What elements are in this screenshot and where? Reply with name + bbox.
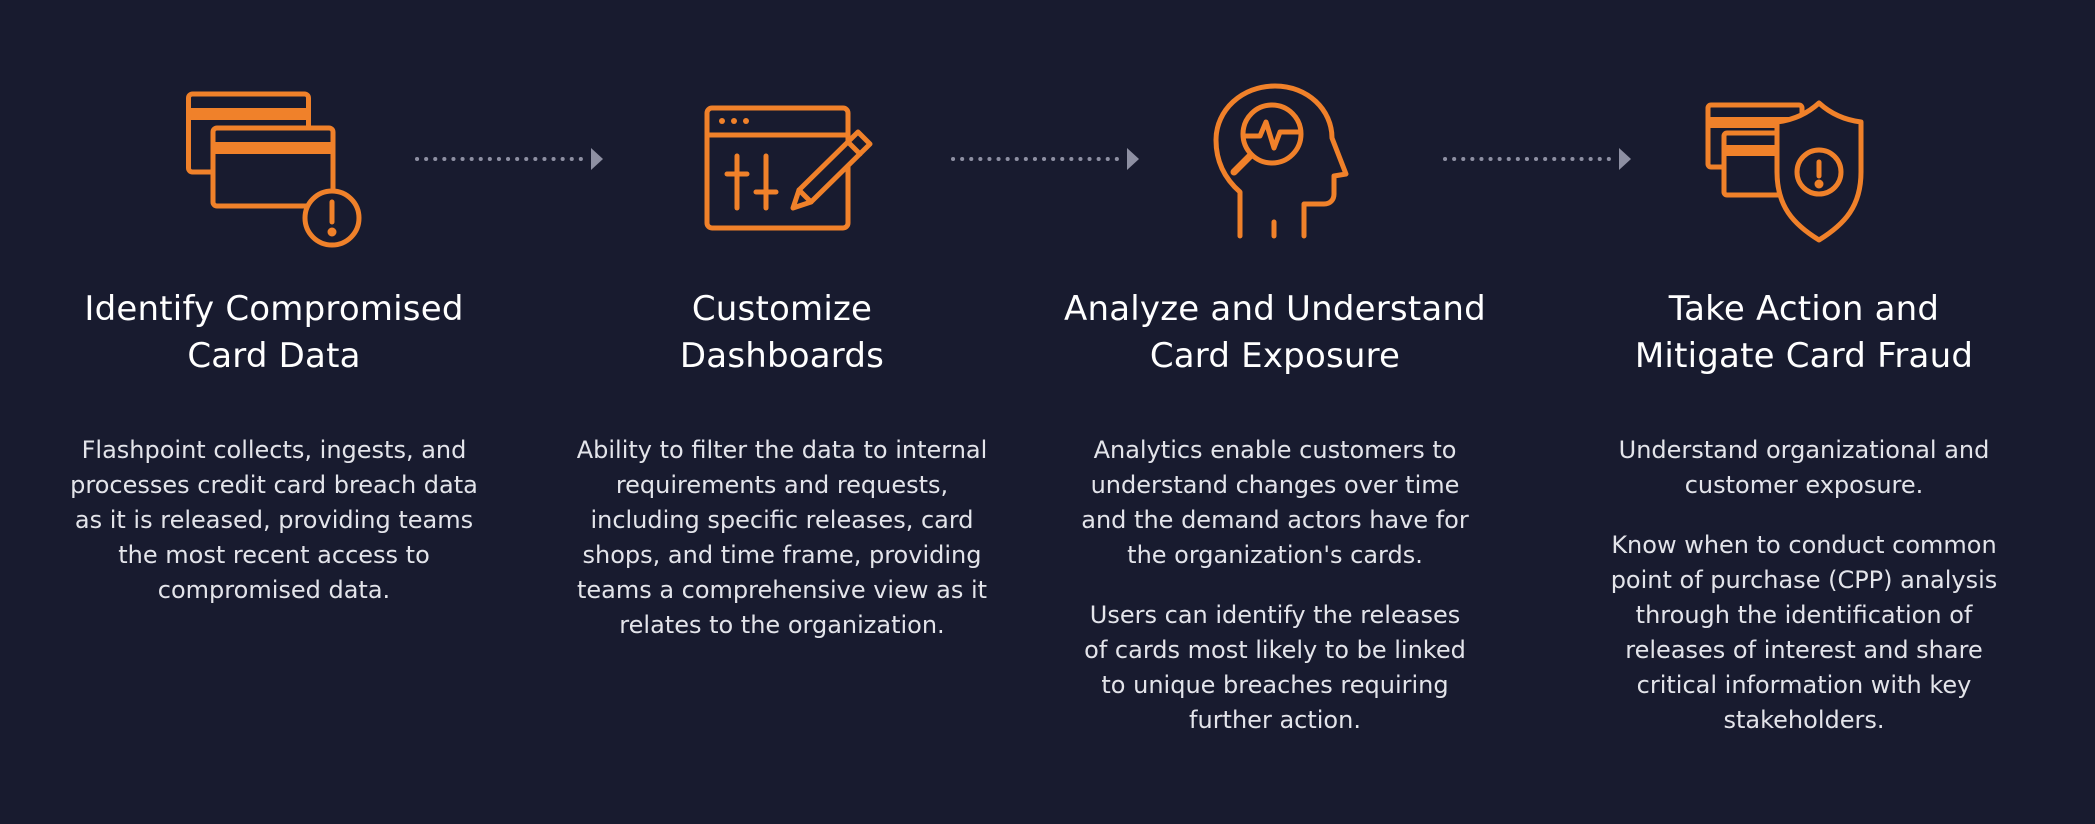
cards-shield-alert-icon: [1705, 100, 1885, 250]
step-title: Take Action and Mitigate Card Fraud: [1634, 289, 1974, 376]
head-analytics-icon: [1212, 82, 1362, 242]
step-title: Customize Dashboards: [679, 289, 885, 376]
dashboard-edit-icon: [703, 90, 883, 240]
connector-arrow: [951, 147, 1141, 176]
credit-cards-alert-icon: [186, 82, 366, 252]
paragraph: Users can identify the releases of cards…: [1084, 601, 1466, 734]
paragraph: Ability to filter the data to internal r…: [576, 436, 988, 639]
step-title: Analyze and Understand Card Exposure: [1064, 289, 1486, 376]
step-description: Analytics enable customers to understand…: [1060, 433, 1490, 763]
step-description: Ability to filter the data to internal r…: [567, 433, 997, 668]
connector-arrow: [1443, 147, 1633, 176]
paragraph: Analytics enable customers to understand…: [1081, 436, 1469, 569]
paragraph: Know when to conduct common point of pur…: [1610, 531, 1998, 734]
paragraph: Flashpoint collects, ingests, and proces…: [70, 436, 478, 604]
step-description: Flashpoint collects, ingests, and proces…: [59, 433, 489, 633]
step-title: Identify Compromised Card Data: [84, 289, 464, 376]
step-description: Understand organizational and customer e…: [1589, 433, 2019, 763]
connector-arrow: [415, 147, 605, 176]
paragraph: Understand organizational and customer e…: [1618, 436, 1990, 499]
